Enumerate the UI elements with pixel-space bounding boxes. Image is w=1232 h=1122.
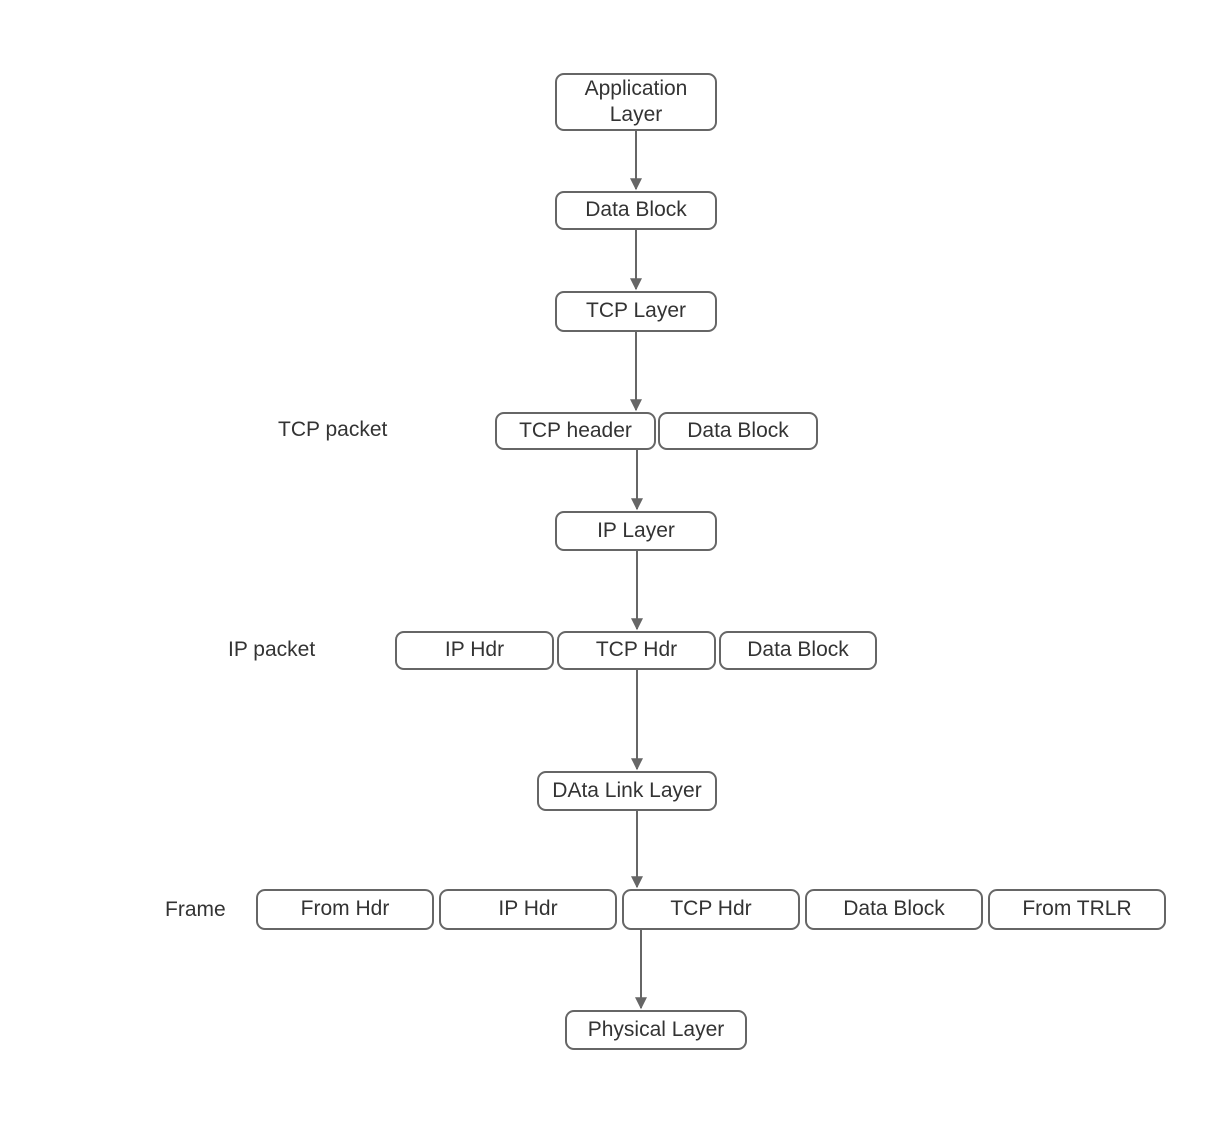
node-application-layer: Application Layer bbox=[555, 73, 717, 131]
node-data-block-3: Data Block bbox=[719, 631, 877, 670]
node-data-block-2: Data Block bbox=[658, 412, 818, 450]
label-frame: Frame bbox=[165, 898, 226, 921]
node-data-block-1: Data Block bbox=[555, 191, 717, 230]
label-tcp-packet: TCP packet bbox=[278, 418, 388, 441]
label-ip-packet: IP packet bbox=[228, 638, 316, 661]
node-ip-hdr-1: IP Hdr bbox=[395, 631, 554, 670]
node-tcp-header: TCP header bbox=[495, 412, 656, 450]
node-tcp-hdr-2: TCP Hdr bbox=[622, 889, 800, 930]
node-data-block-4: Data Block bbox=[805, 889, 983, 930]
node-ip-hdr-2: IP Hdr bbox=[439, 889, 617, 930]
node-from-hdr: From Hdr bbox=[256, 889, 434, 930]
node-ip-layer: IP Layer bbox=[555, 511, 717, 551]
node-from-trlr: From TRLR bbox=[988, 889, 1166, 930]
node-data-link-layer: DAta Link Layer bbox=[537, 771, 717, 811]
node-physical-layer: Physical Layer bbox=[565, 1010, 747, 1050]
node-tcp-hdr-1: TCP Hdr bbox=[557, 631, 716, 670]
node-tcp-layer: TCP Layer bbox=[555, 291, 717, 332]
